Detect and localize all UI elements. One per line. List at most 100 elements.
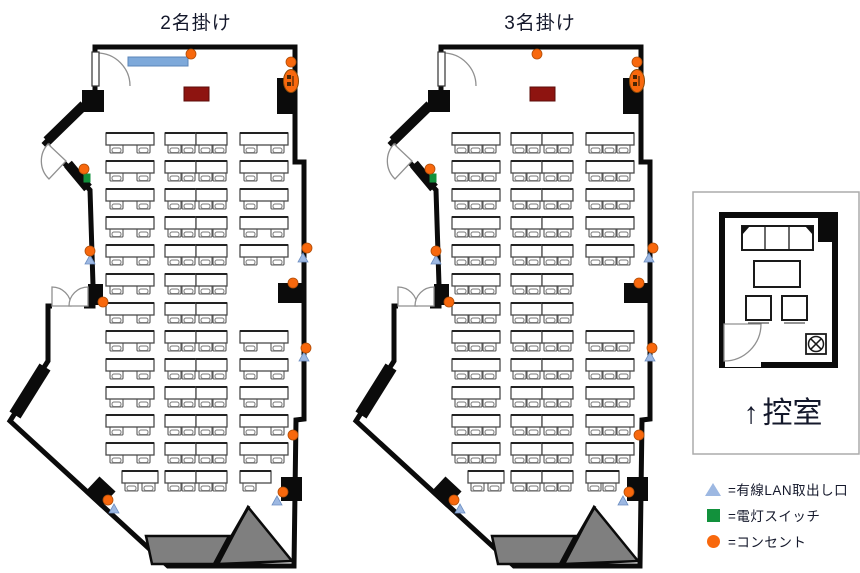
chair-seat	[272, 203, 283, 209]
desk	[451, 358, 501, 372]
wall-column	[428, 90, 450, 112]
desk	[510, 386, 543, 400]
chair-seat	[214, 429, 225, 435]
desk	[585, 442, 635, 456]
outlet-marker	[277, 486, 289, 498]
door-swing	[40, 143, 67, 180]
chair-seat	[484, 317, 495, 323]
lan-marker	[644, 351, 656, 362]
chair-seat	[183, 429, 194, 435]
desk	[451, 132, 501, 146]
sofa-armrest	[742, 226, 750, 235]
desk	[451, 414, 501, 428]
door-swing	[723, 323, 762, 362]
chair-seat	[559, 259, 570, 265]
chair-seat	[214, 457, 225, 463]
plan-title-3-seat: 3名掛け	[504, 13, 576, 34]
desk	[164, 442, 197, 456]
chair-seat	[183, 345, 194, 351]
outlet-marker	[633, 277, 645, 289]
chair-seat	[200, 401, 211, 407]
thick-wall	[9, 363, 51, 419]
chair-seat	[138, 401, 149, 407]
outlet-marker	[448, 494, 460, 506]
desk	[541, 188, 574, 202]
chair-seat	[111, 203, 122, 209]
chair-seat	[111, 429, 122, 435]
desk	[195, 132, 228, 146]
chair-seat	[138, 147, 149, 153]
power-panel-detail	[633, 82, 637, 86]
desk	[585, 216, 635, 230]
chair-seat	[514, 401, 525, 407]
lan-marker	[643, 252, 655, 263]
chair-seat	[528, 231, 539, 237]
desk	[105, 442, 155, 456]
wall-column	[818, 212, 838, 242]
door-swing	[51, 286, 72, 307]
desk	[451, 216, 501, 230]
chair-seat	[590, 259, 601, 265]
power-panel-marker	[283, 69, 299, 93]
floor-plan-2-seat-group	[6, 44, 313, 569]
chair-seat	[245, 401, 256, 407]
chair-seat	[489, 485, 500, 491]
door-swing	[386, 143, 413, 180]
chair-seat	[244, 485, 255, 491]
desk	[451, 188, 501, 202]
desk	[164, 188, 197, 202]
desk	[239, 188, 289, 202]
outlet-marker	[287, 277, 299, 289]
chair-seat	[214, 203, 225, 209]
chair-seat	[604, 203, 615, 209]
chair-seat	[111, 288, 122, 294]
desk	[585, 414, 635, 428]
chair-seat	[559, 457, 570, 463]
lan-marker	[108, 503, 120, 514]
chair-seat	[183, 231, 194, 237]
chair-seat	[138, 288, 149, 294]
chair-seat	[169, 345, 180, 351]
lectern	[183, 86, 210, 102]
desk	[195, 442, 228, 456]
chair-seat	[545, 288, 556, 294]
thick-wall	[355, 363, 397, 419]
door-swing	[414, 286, 435, 307]
chair-seat	[618, 457, 629, 463]
chair-seat	[456, 317, 467, 323]
chair-seat	[111, 175, 122, 181]
chair-seat	[514, 345, 525, 351]
chair-seat	[590, 345, 601, 351]
desk	[239, 358, 289, 372]
chair-seat	[559, 147, 570, 153]
outlet-marker	[430, 245, 442, 257]
lan-marker	[298, 351, 310, 362]
outlet-marker	[623, 486, 635, 498]
thick-wall	[64, 160, 92, 192]
chair-seat	[200, 288, 211, 294]
chair-seat	[484, 429, 495, 435]
chair-seat	[214, 317, 225, 323]
chair-seat	[183, 259, 194, 265]
outlet-marker	[633, 429, 645, 441]
desk	[164, 358, 197, 372]
door-leaf	[437, 51, 446, 87]
chair-seat	[111, 259, 122, 265]
desk	[239, 386, 289, 400]
desk	[239, 216, 289, 230]
chair-seat	[590, 175, 601, 181]
lan-marker	[297, 252, 309, 263]
door-swing	[442, 52, 477, 87]
wall-column	[278, 283, 305, 303]
chair-seat	[214, 345, 225, 351]
outlet-marker	[443, 296, 455, 308]
desk	[164, 160, 197, 174]
desk	[585, 244, 635, 258]
lan-marker	[430, 254, 442, 265]
chair-seat	[169, 457, 180, 463]
chair-seat	[143, 485, 154, 491]
chair-seat	[604, 401, 615, 407]
outlet-marker	[301, 242, 313, 254]
chair-seat	[545, 259, 556, 265]
